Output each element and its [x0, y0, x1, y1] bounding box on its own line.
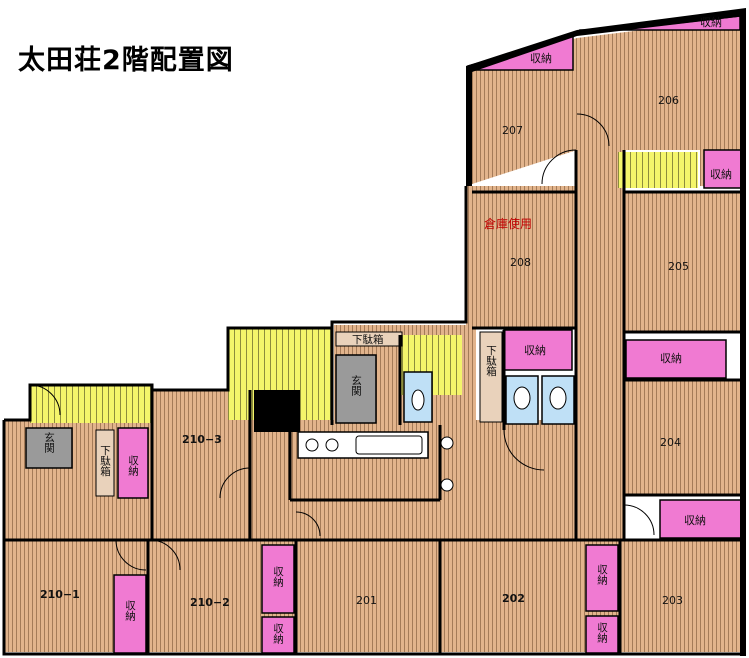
storage-labels: 収納 収納 収納 収納 収納 収納 収納 収納 収納 収納 収納 収納 玄関 玄… — [43, 16, 732, 645]
storage-label: 収納 — [660, 352, 682, 365]
wall-lines — [2, 150, 744, 656]
room-207-label: 207 — [502, 124, 523, 137]
storage-label: 収納 — [272, 623, 284, 645]
storage-label: 収納 — [127, 455, 139, 477]
toilets — [297, 371, 575, 492]
room-201-label: 201 — [356, 594, 377, 607]
storage-label: 収納 — [596, 564, 608, 586]
storage-label: 収納 — [530, 52, 552, 65]
storage-label: 収納 — [684, 514, 706, 527]
entrances — [25, 331, 503, 497]
room-210-1-label: 210−1 — [40, 588, 80, 601]
entrance-label: 玄関 — [350, 374, 362, 397]
room-205-label: 205 — [668, 260, 689, 273]
warehouse-use-label: 倉庫使用 — [484, 216, 532, 231]
storage-label: 収納 — [700, 16, 722, 29]
shoebox-label: 下駄箱 — [352, 333, 384, 346]
entrance-label: 玄関 — [43, 431, 55, 454]
room-203-label: 203 — [662, 594, 683, 607]
shoebox-label: 下駄箱 — [99, 445, 111, 477]
storage-label: 収納 — [272, 566, 284, 588]
storage-label: 収納 — [710, 168, 732, 181]
room-210-3-label: 210−3 — [182, 433, 222, 446]
page-title: 太田荘2階配置図 — [18, 45, 234, 76]
storage-label: 収納 — [124, 600, 136, 622]
room-202-label: 202 — [502, 592, 525, 605]
storage-label: 収納 — [596, 622, 608, 644]
door-arcs — [29, 113, 655, 571]
room-labels: 206 207 208 205 204 210−3 210−1 210−2 20… — [40, 94, 689, 609]
room-208-label: 208 — [510, 256, 531, 269]
shoebox-label: 下駄箱 — [485, 345, 497, 377]
storage-label: 収納 — [524, 344, 546, 357]
room-206-label: 206 — [658, 94, 679, 107]
room-204-label: 204 — [660, 436, 681, 449]
room-210-2-label: 210−2 — [190, 596, 230, 609]
walls — [254, 8, 746, 656]
